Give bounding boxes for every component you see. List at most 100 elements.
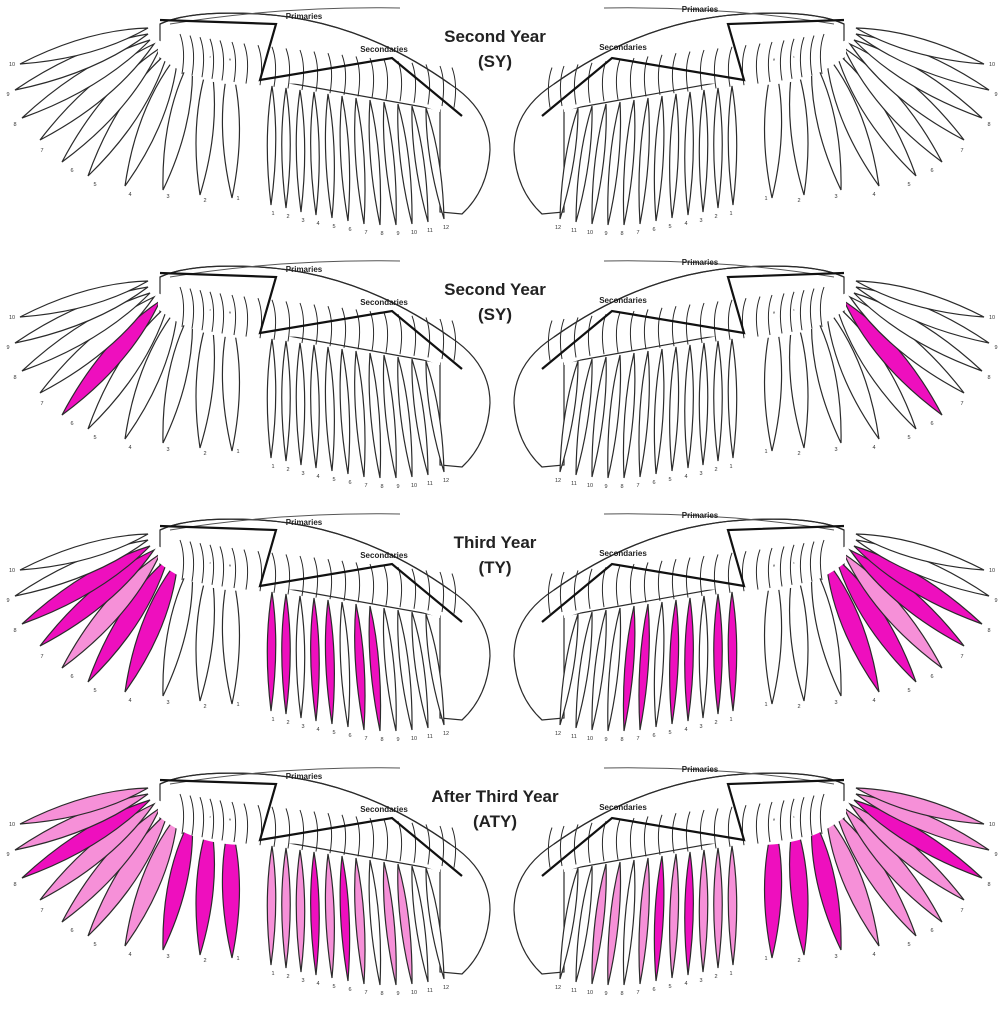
secondary-feather-8 — [369, 353, 380, 478]
secondary-number: 4 — [316, 727, 319, 733]
secondary-number: 1 — [271, 971, 274, 977]
secondary-number: 8 — [380, 737, 383, 743]
secondary-number: 3 — [301, 724, 304, 730]
primaries-label: Primaries — [286, 772, 323, 781]
secondary-feather-9 — [383, 355, 396, 478]
primaries-label: Primaries — [682, 5, 719, 14]
secondary-feather-2 — [282, 594, 291, 714]
primary-number: 9 — [6, 852, 9, 858]
primary-number: 9 — [6, 598, 9, 604]
primary-number: 6 — [70, 421, 73, 427]
secondary-feather-7 — [355, 858, 365, 984]
secondary-number: 11 — [427, 481, 433, 487]
secondary-number: 3 — [301, 218, 304, 224]
secondary-feather-9 — [608, 862, 621, 985]
secondary-feather-1 — [728, 339, 736, 458]
primary-number: 1 — [764, 196, 767, 202]
primary-number: 10 — [989, 315, 995, 321]
primary-number: 2 — [203, 958, 206, 964]
secondary-number: 2 — [714, 720, 717, 726]
primary-number: 9 — [6, 92, 9, 98]
primary-number: 3 — [834, 194, 837, 200]
primaries-label: Primaries — [682, 765, 719, 774]
secondary-feather-10 — [592, 610, 606, 730]
secondary-feather-8 — [623, 860, 634, 985]
primaries-label: Primaries — [286, 12, 323, 21]
secondary-number: 11 — [427, 988, 433, 994]
primary-number: 4 — [872, 952, 875, 958]
secondary-number: 8 — [380, 991, 383, 997]
secondary-number: 7 — [636, 990, 639, 996]
primary-number: 9 — [994, 852, 997, 858]
panel-2: 12345678910123456789101112PrimariesSecon… — [0, 253, 1004, 506]
primary-number: 7 — [960, 401, 963, 407]
secondary-number: 7 — [364, 230, 367, 236]
secondary-number: 3 — [699, 218, 702, 224]
secondary-feather-3 — [296, 90, 304, 212]
secondary-number: 1 — [729, 211, 732, 217]
secondary-feather-11 — [576, 866, 592, 982]
secondary-number: 8 — [380, 484, 383, 490]
panel-1: 12345678910123456789101112PrimariesSecon… — [0, 0, 1004, 253]
secondary-feather-6 — [340, 349, 350, 474]
secondary-feather-6 — [654, 96, 664, 221]
secondary-feather-8 — [623, 100, 634, 225]
age-title: After Third Year(ATY) — [395, 786, 595, 832]
primary-number: 4 — [872, 698, 875, 704]
secondary-feather-2 — [714, 848, 723, 968]
secondary-feather-5 — [325, 600, 334, 724]
secondary-number: 6 — [652, 227, 655, 233]
secondary-feather-6 — [340, 602, 350, 727]
secondary-feather-3 — [699, 850, 707, 972]
primary-number: 5 — [907, 182, 910, 188]
secondary-number: 7 — [364, 736, 367, 742]
secondary-number: 4 — [316, 981, 319, 987]
primary-number: 10 — [989, 822, 995, 828]
primary-number: 10 — [9, 62, 15, 68]
primary-number: 5 — [907, 942, 910, 948]
primary-number: 4 — [128, 192, 131, 198]
age-title: Third Year(TY) — [395, 532, 595, 578]
secondary-number: 9 — [604, 484, 607, 490]
secondary-number: 5 — [332, 984, 335, 990]
primary-number: 1 — [236, 702, 239, 708]
primary-number: 7 — [40, 654, 43, 660]
secondary-feather-4 — [311, 92, 320, 215]
secondary-feather-5 — [670, 600, 679, 724]
secondary-feather-4 — [685, 92, 694, 215]
secondary-feather-1 — [267, 86, 275, 205]
secondary-number: 4 — [684, 474, 687, 480]
primary-number: 1 — [236, 196, 239, 202]
primary-number: 6 — [930, 421, 933, 427]
secondary-number: 12 — [443, 478, 449, 484]
secondary-number: 6 — [652, 480, 655, 486]
secondary-number: 11 — [427, 228, 433, 234]
secondary-number: 10 — [587, 230, 593, 236]
secondary-number: 10 — [587, 736, 593, 742]
secondary-feather-2 — [282, 848, 291, 968]
secondary-feather-6 — [340, 96, 350, 221]
secondary-feather-5 — [670, 347, 679, 471]
age-class-code: (ATY) — [395, 811, 595, 832]
secondary-feather-7 — [639, 351, 649, 477]
secondary-feather-8 — [369, 100, 380, 225]
secondary-number: 3 — [699, 724, 702, 730]
secondary-number: 1 — [271, 211, 274, 217]
primary-number: 8 — [13, 628, 16, 634]
secondary-number: 9 — [396, 991, 399, 997]
secondary-feather-7 — [639, 604, 649, 730]
secondary-number: 7 — [636, 230, 639, 236]
secondary-number: 5 — [668, 984, 671, 990]
secondary-number: 5 — [332, 477, 335, 483]
secondary-feather-9 — [608, 102, 621, 225]
secondary-feather-1 — [728, 86, 736, 205]
age-title: Second Year(SY) — [395, 279, 595, 325]
secondary-number: 8 — [620, 737, 623, 743]
secondary-number: 5 — [668, 730, 671, 736]
secondary-number: 8 — [620, 231, 623, 237]
age-title: Second Year(SY) — [395, 26, 595, 72]
secondary-number: 10 — [411, 483, 417, 489]
secondary-number: 1 — [271, 717, 274, 723]
secondary-feather-4 — [311, 598, 320, 721]
secondary-feather-7 — [355, 351, 365, 477]
